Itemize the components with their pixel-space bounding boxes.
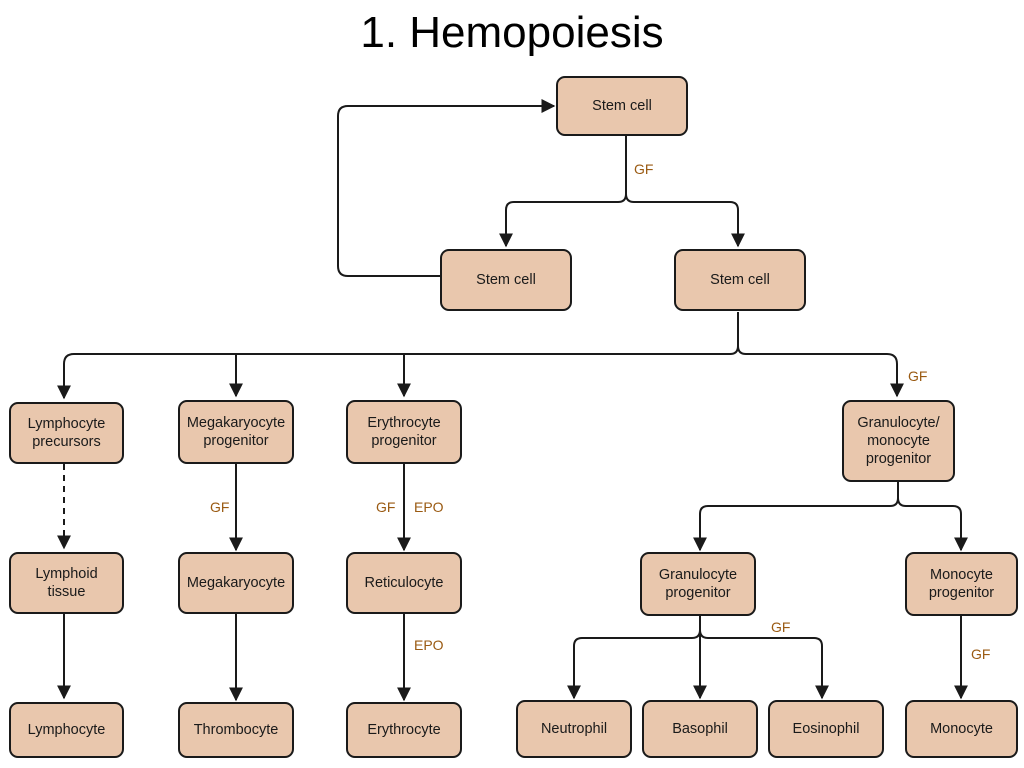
node-erythrocyte: Erythrocyte <box>346 702 462 758</box>
edge-granmono-to-gran <box>693 482 899 552</box>
edge-bus <box>63 312 739 398</box>
label-gf-ery: GF <box>376 499 396 515</box>
edge-granmono-to-mono <box>897 497 968 552</box>
node-granulocyte-progenitor: Granulocyte progenitor <box>640 552 756 616</box>
node-lymphocyte: Lymphocyte <box>9 702 124 758</box>
edge-stem-to-right <box>625 193 745 248</box>
node-erythrocyte-progenitor: Erythrocyte progenitor <box>346 400 462 464</box>
edge-gran-to-eos <box>699 629 829 700</box>
label-gf-mono: GF <box>971 646 991 662</box>
node-basophil: Basophil <box>642 700 758 758</box>
label-gf-top: GF <box>634 161 654 177</box>
label-gf-granmono: GF <box>908 368 928 384</box>
node-neutrophil: Neutrophil <box>516 700 632 758</box>
edge-bus-right <box>737 345 904 398</box>
node-lymphoid-tissue: Lymphoid tissue <box>9 552 124 614</box>
node-thrombocyte: Thrombocyte <box>178 702 294 758</box>
node-monocyte-progenitor: Monocyte progenitor <box>905 552 1018 616</box>
edge-stem-to-left <box>499 136 627 248</box>
node-granulocyte-monocyte-progenitor: Granulocyte/ monocyte progenitor <box>842 400 955 482</box>
label-gf-eos: GF <box>771 619 791 635</box>
node-megakaryocyte: Megakaryocyte <box>178 552 294 614</box>
node-reticulocyte: Reticulocyte <box>346 552 462 614</box>
node-stem-cell-left: Stem cell <box>440 249 572 311</box>
edge-gran-to-neutro <box>567 616 701 700</box>
page-title: 1. Hemopoiesis <box>360 8 664 57</box>
node-stem-cell-right: Stem cell <box>674 249 806 311</box>
label-gf-mega: GF <box>210 499 230 515</box>
label-epo-ery: EPO <box>414 499 444 515</box>
node-lymphocyte-precursors: Lymphocyte precursors <box>9 402 124 464</box>
node-eosinophil: Eosinophil <box>768 700 884 758</box>
node-stem-cell-top: Stem cell <box>556 76 688 136</box>
node-megakaryocyte-progenitor: Megakaryocyte progenitor <box>178 400 294 464</box>
edge-self-renewal-loop <box>337 99 556 277</box>
node-monocyte: Monocyte <box>905 700 1018 758</box>
label-epo-retic: EPO <box>414 637 444 653</box>
